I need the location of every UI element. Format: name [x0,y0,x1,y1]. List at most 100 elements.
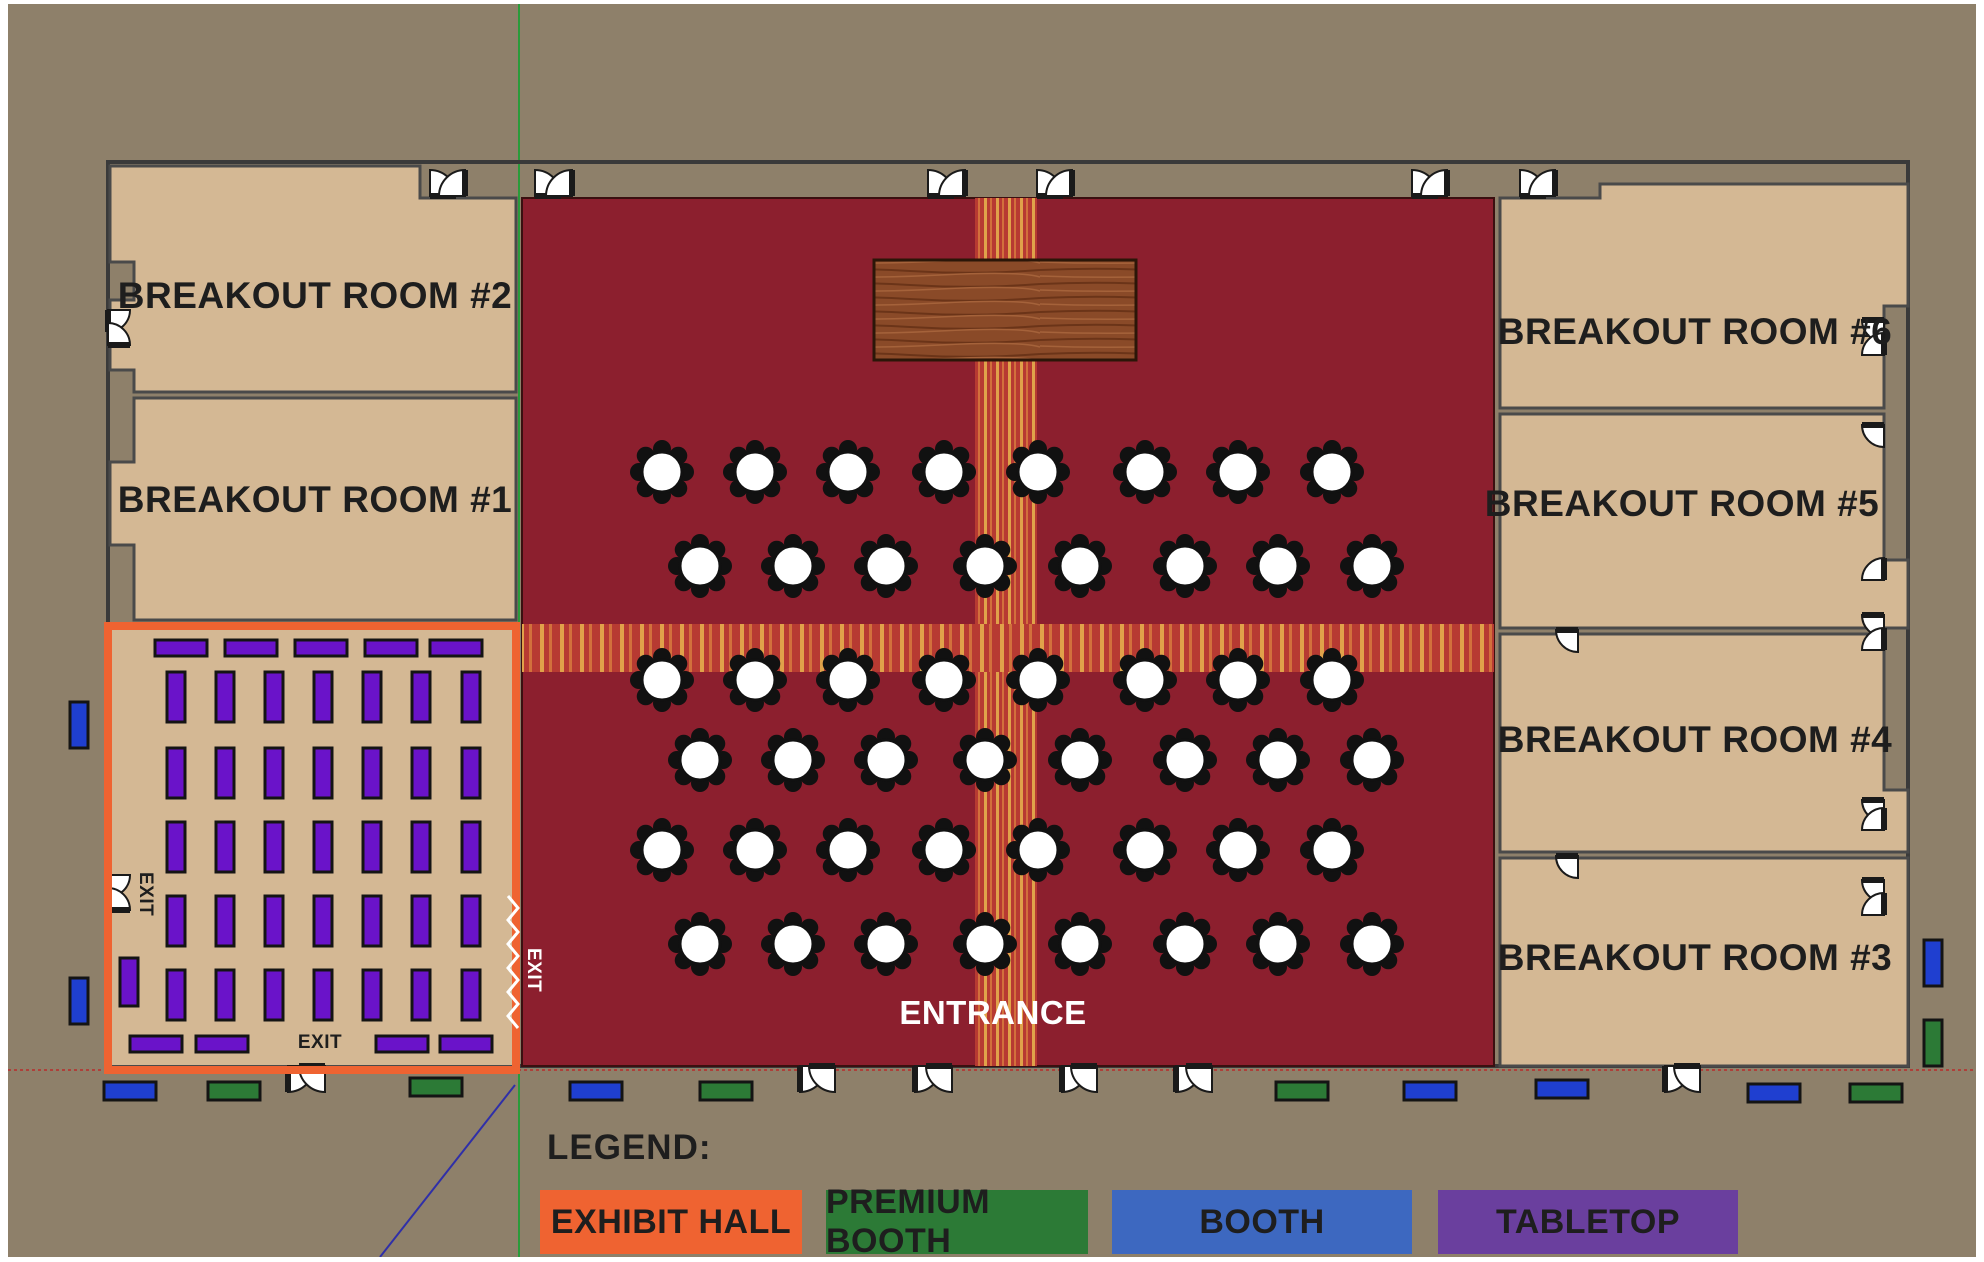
tabletop [460,670,482,724]
exit-label-bottom: EXIT [298,1032,342,1053]
legend-tabletop-label: TABLETOP [1495,1202,1681,1241]
exit-label-right: EXIT [523,948,544,992]
exit-zigzag [506,895,520,1029]
table-top [826,828,870,872]
table-top [1256,738,1300,782]
legend-exhibit-hall: EXHIBIT HALL [540,1190,802,1254]
round-table [668,534,732,598]
tabletop [361,746,383,800]
table-top [1216,658,1260,702]
round-table [668,912,732,976]
round-table [723,440,787,504]
table-top [826,450,870,494]
table-top [733,658,777,702]
tabletop [312,670,334,724]
breakout-room-4-label: BREAKOUT ROOM #4 [1498,719,1892,760]
round-table [1113,648,1177,712]
tabletop [223,638,279,658]
round-table [1048,912,1112,976]
tabletop [214,894,236,948]
round-table [1246,728,1310,792]
tabletop [312,746,334,800]
tabletop [263,968,285,1022]
round-table [761,912,825,976]
breakout-room-1-area [108,396,518,622]
table-top [864,544,908,588]
tabletop [410,670,432,724]
table-top [1058,544,1102,588]
table-top [1310,828,1354,872]
table-top [733,450,777,494]
premium-booth [1274,1080,1330,1102]
round-table [953,728,1017,792]
round-table [1153,728,1217,792]
table-top [771,544,815,588]
tabletop [361,670,383,724]
table-top [771,922,815,966]
round-table [723,818,787,882]
table-top [678,738,722,782]
door [937,168,968,197]
exhibit-hall-frame [104,622,520,1074]
legend-premium-booth-label: PREMIUM BOOTH [826,1183,991,1260]
round-table [912,818,976,882]
tabletop [165,746,187,800]
round-table [1048,728,1112,792]
table-top [826,658,870,702]
door [544,168,575,197]
table-top [963,922,1007,966]
breakout-room-5-area [1498,412,1910,630]
door [1184,1063,1213,1094]
legend-booth-label: BOOTH [1199,1202,1325,1241]
tabletop [165,968,187,1022]
door [1860,806,1887,831]
tabletop [361,968,383,1022]
booth [568,1080,624,1102]
breakout-room-3-label: BREAKOUT ROOM #3 [1498,937,1892,978]
table-top [963,544,1007,588]
round-table [1340,912,1404,976]
door [1672,1063,1701,1094]
breakout-room-6-label: BREAKOUT ROOM #6 [1498,311,1892,352]
tabletop [312,894,334,948]
tabletop-group [118,638,494,1054]
round-table [1206,818,1270,882]
table-top [922,450,966,494]
table-top [1216,828,1260,872]
tabletop [410,894,432,948]
table-top [771,738,815,782]
premium-booth [1848,1082,1904,1104]
round-table [630,648,694,712]
table-top [864,738,908,782]
table-top [733,828,777,872]
tabletop [361,820,383,874]
table-top [864,922,908,966]
round-table-group [630,440,1404,976]
breakout-room-2-area [108,164,518,394]
table-top [1310,450,1354,494]
tabletop [410,820,432,874]
tabletop [263,820,285,874]
door [1860,331,1887,356]
round-table [1048,534,1112,598]
premium-booth [408,1076,464,1098]
round-table [1153,534,1217,598]
round-table [1113,818,1177,882]
tabletop [214,968,236,1022]
tabletop [293,638,349,658]
table-top [1163,922,1207,966]
booth-group [68,700,1944,1104]
tabletop [410,746,432,800]
tabletop [361,894,383,948]
premium-booth [698,1080,754,1102]
table-top [1350,544,1394,588]
round-table [1246,534,1310,598]
tabletop [165,670,187,724]
table-top [922,828,966,872]
table-top [678,922,722,966]
table-top [1310,658,1354,702]
tabletop [410,968,432,1022]
stage [872,258,1138,362]
round-table [816,818,880,882]
